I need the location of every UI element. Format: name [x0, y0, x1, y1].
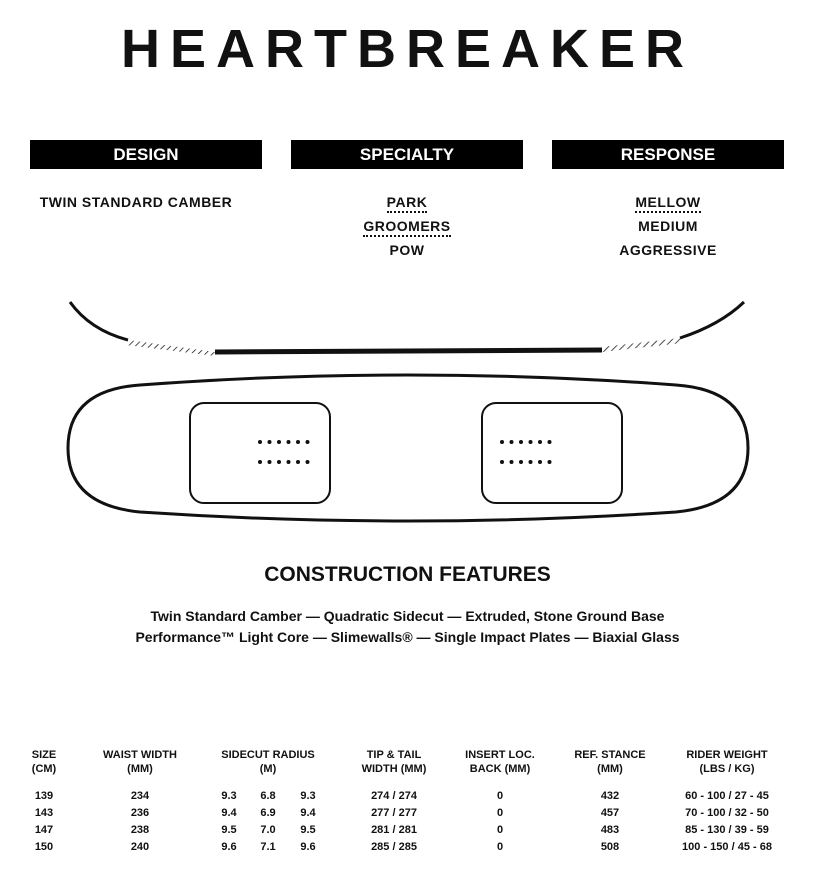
table-cell: 236 — [130, 807, 150, 819]
table-cell: 139 — [34, 790, 54, 802]
table-cell: 9.4 — [300, 807, 316, 819]
column-header: SIZE (CM) — [31, 749, 57, 775]
insert-hole — [267, 440, 272, 444]
section-value: PARK — [291, 194, 523, 213]
table-cell: 143 — [34, 807, 54, 819]
insert-hole — [286, 440, 291, 444]
insert-hole — [305, 440, 310, 444]
insert-hole — [547, 440, 552, 444]
value-label: AGGRESSIVE — [619, 242, 717, 258]
insert-hole — [538, 440, 542, 444]
insert-hole — [528, 460, 533, 464]
insert-hole — [305, 460, 310, 464]
table-cell: 238 — [130, 824, 150, 836]
table-cell: 9.6 — [300, 841, 316, 853]
section-header-design: DESIGN — [30, 140, 262, 169]
table-cell: 9.3 — [300, 790, 316, 802]
table-cell: 100 - 150 / 45 - 68 — [682, 841, 772, 853]
insert-hole — [258, 440, 262, 444]
insert-hole — [528, 440, 533, 444]
table-cell: 0 — [496, 790, 504, 802]
table-cell: 9.3 — [221, 790, 237, 802]
table-cell: 9.4 — [221, 807, 237, 819]
table-cell: 483 — [600, 824, 620, 836]
value-label: TWIN STANDARD CAMBER — [39, 194, 233, 210]
table-cell: 9.5 — [300, 824, 316, 836]
insert-hole — [277, 440, 281, 444]
table-cell: 7.1 — [260, 841, 276, 853]
section-value: POW — [291, 242, 523, 258]
insert-hole — [500, 440, 504, 444]
column-header: WAIST WIDTH (MM) — [103, 749, 177, 775]
table-cell: 60 - 100 / 27 - 45 — [685, 790, 769, 802]
table-cell: 240 — [130, 841, 150, 853]
construction-line-1: Twin Standard Camber — Quadratic Sidecut… — [150, 608, 665, 624]
table-cell: 6.8 — [260, 790, 276, 802]
board-title: HEARTBREAKER — [120, 19, 694, 79]
column-header: RIDER WEIGHT (LBS / KG) — [686, 749, 768, 775]
section-value: GROOMERS — [291, 218, 523, 237]
binding-plate-front — [189, 402, 331, 504]
section-value: AGGRESSIVE — [552, 242, 784, 258]
construction-title: CONSTRUCTION FEATURES — [264, 563, 551, 586]
selected-value: MELLOW — [635, 194, 701, 213]
table-cell: 150 — [34, 841, 54, 853]
table-cell: 277 / 277 — [371, 807, 417, 819]
insert-hole — [538, 460, 542, 464]
value-label: MEDIUM — [638, 218, 698, 234]
selected-value: GROOMERS — [363, 218, 451, 237]
insert-hole — [500, 460, 504, 464]
insert-hole — [296, 440, 300, 444]
camber-profile — [68, 300, 746, 356]
table-cell: 7.0 — [260, 824, 276, 836]
insert-hole — [509, 460, 514, 464]
table-cell: 457 — [600, 807, 620, 819]
column-header: TIP & TAIL WIDTH (MM) — [361, 749, 427, 775]
table-cell: 147 — [34, 824, 54, 836]
table-cell: 281 / 281 — [371, 824, 417, 836]
board-outline — [66, 373, 750, 523]
column-header: REF. STANCE (MM) — [574, 749, 646, 775]
insert-hole — [519, 440, 523, 444]
insert-hole — [286, 460, 291, 464]
table-cell: 0 — [496, 841, 504, 853]
table-cell: 0 — [496, 824, 504, 836]
insert-hole — [296, 460, 300, 464]
table-cell: 9.6 — [221, 841, 237, 853]
table-cell: 85 - 130 / 39 - 59 — [685, 824, 769, 836]
insert-holes — [258, 440, 552, 464]
table-cell: 508 — [600, 841, 620, 853]
board-illustration — [66, 300, 750, 523]
insert-hole — [547, 460, 552, 464]
section-header-response: RESPONSE — [552, 140, 784, 169]
value-label: POW — [389, 242, 425, 258]
insert-hole — [509, 440, 514, 444]
table-cell: 274 / 274 — [371, 790, 417, 802]
table-cell: 234 — [130, 790, 150, 802]
insert-hole — [519, 460, 523, 464]
table-cell: 70 - 100 / 32 - 50 — [685, 807, 769, 819]
table-cell: 285 / 285 — [371, 841, 417, 853]
column-header: INSERT LOC. BACK (MM) — [465, 749, 535, 775]
insert-hole — [277, 460, 281, 464]
table-cell: 9.5 — [221, 824, 237, 836]
section-value: TWIN STANDARD CAMBER — [20, 194, 252, 210]
table-cell: 0 — [496, 807, 504, 819]
insert-hole — [267, 460, 272, 464]
table-cell: 432 — [600, 790, 620, 802]
section-header-specialty: SPECIALTY — [291, 140, 523, 169]
table-cell: 6.9 — [260, 807, 276, 819]
insert-hole — [258, 460, 262, 464]
column-header: SIDECUT RADIUS (M) — [221, 749, 315, 775]
section-value: MEDIUM — [552, 218, 784, 234]
construction-line-2: Performance™ Light Core — Slimewalls® — … — [135, 629, 680, 645]
section-value: MELLOW — [552, 194, 784, 213]
binding-plate-back — [481, 402, 623, 504]
selected-value: PARK — [386, 194, 428, 213]
